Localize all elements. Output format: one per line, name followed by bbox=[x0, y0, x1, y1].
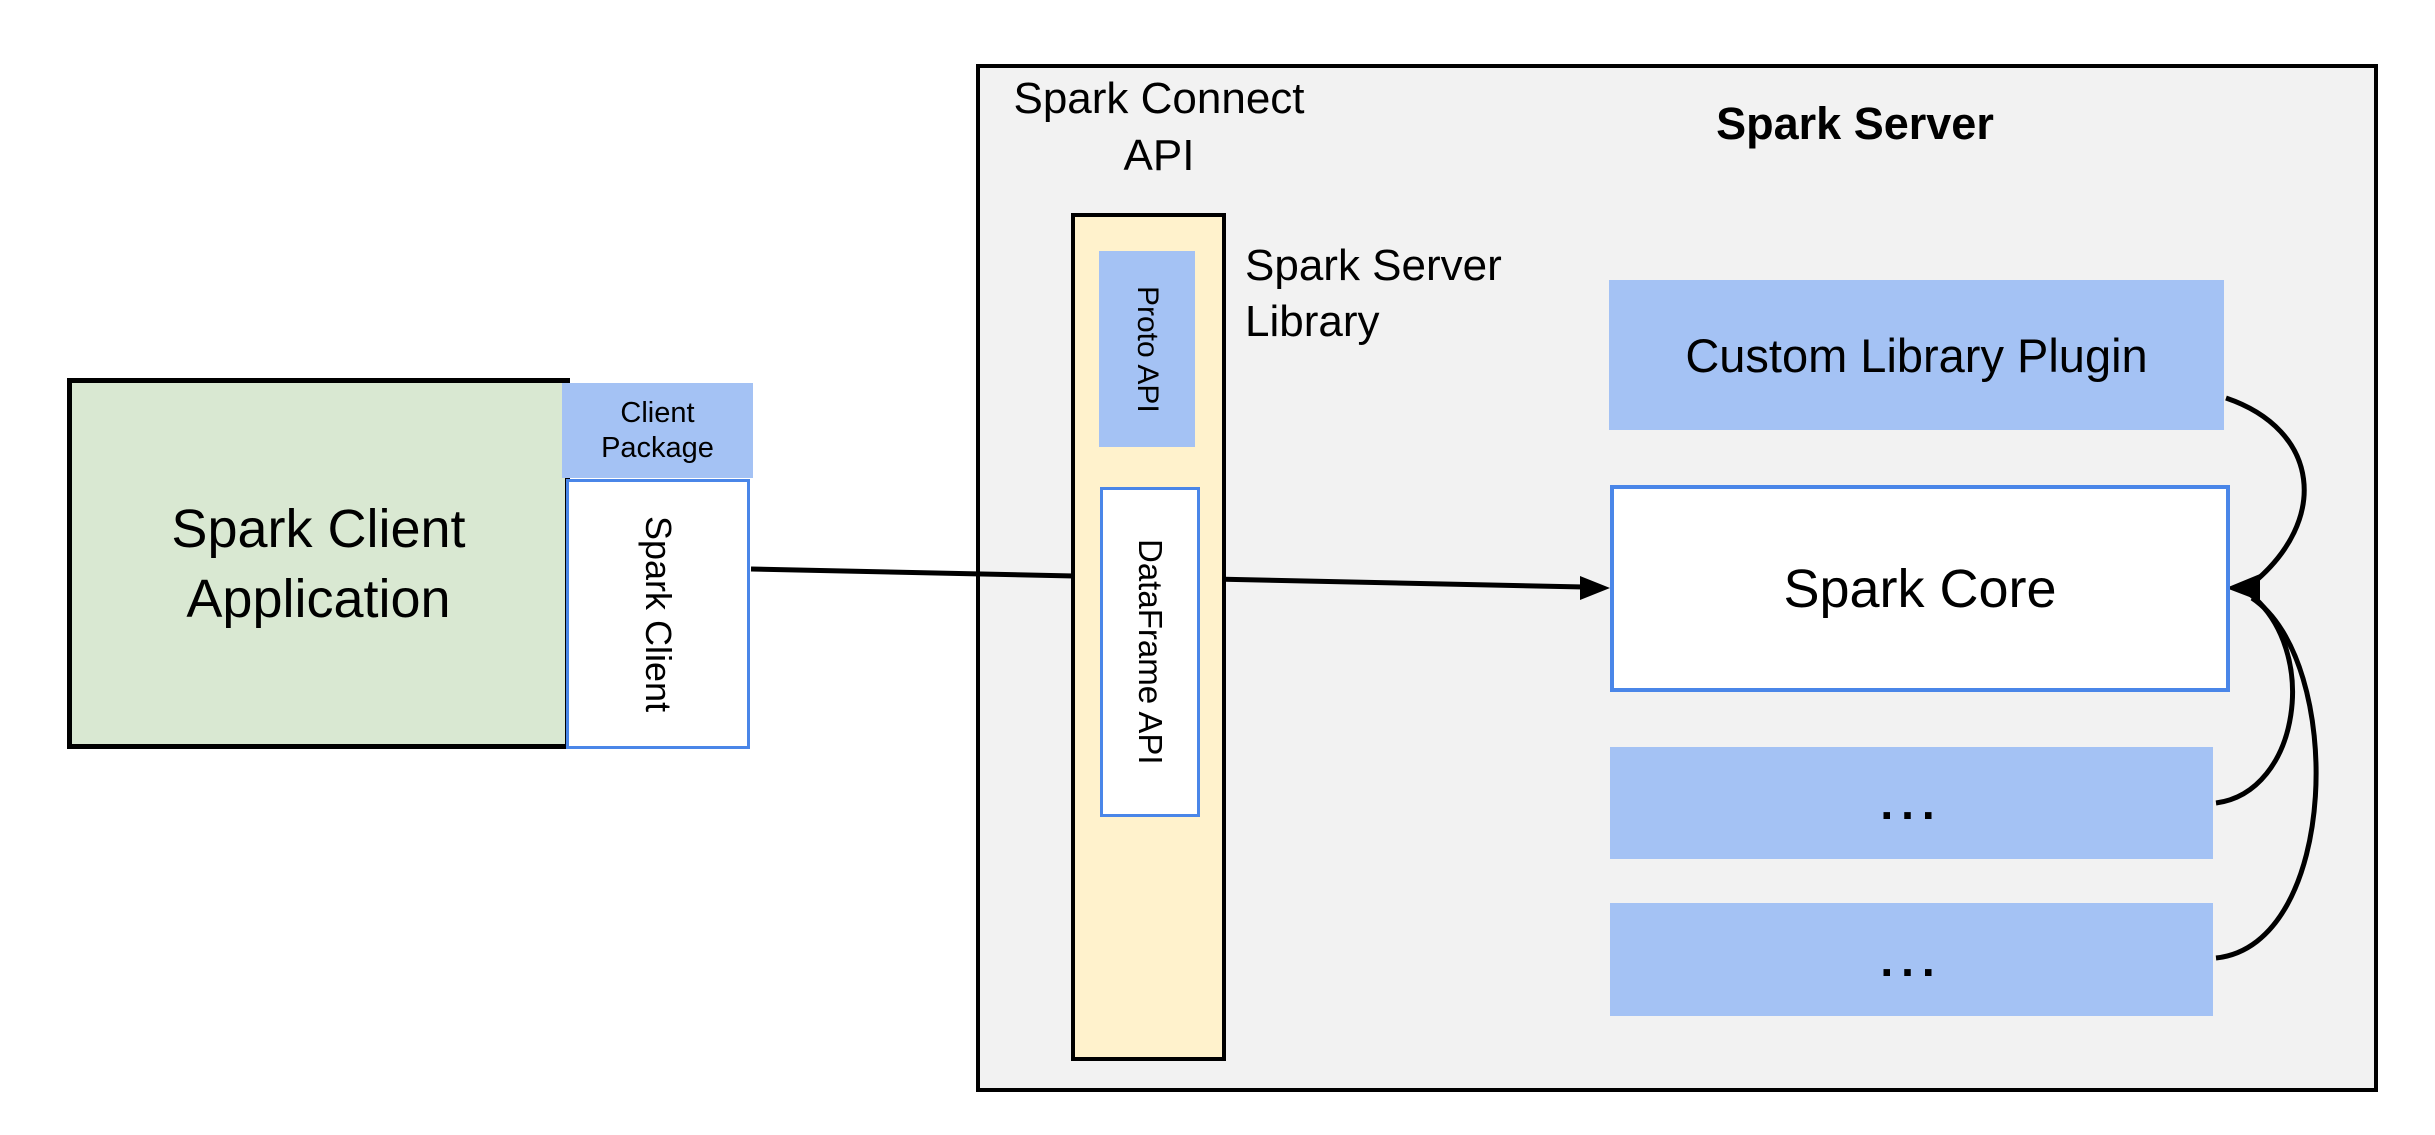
custom-library-plugin-label: Custom Library Plugin bbox=[1685, 328, 2148, 382]
plugin-slot-2-box: ... bbox=[1610, 903, 2213, 1016]
spark-client-application-label: Spark Client Application bbox=[171, 498, 466, 629]
client-package-box: Client Package bbox=[562, 383, 753, 478]
plugin-slot-2-label: ... bbox=[1880, 933, 1943, 986]
dataframe-api-label: DataFrame API bbox=[1132, 539, 1169, 765]
proto-api-label: Proto API bbox=[1131, 285, 1164, 413]
spark-client-label: Spark Client bbox=[638, 515, 679, 713]
plugin-slot-1-label: ... bbox=[1880, 777, 1943, 829]
plugin-slot-1-box: ... bbox=[1610, 747, 2213, 859]
dataframe-api-box: DataFrame API bbox=[1100, 487, 1200, 817]
custom-library-plugin-box: Custom Library Plugin bbox=[1609, 280, 2224, 430]
proto-api-box: Proto API bbox=[1099, 251, 1195, 447]
spark-client-application-box: Spark Client Application bbox=[67, 378, 570, 749]
spark-client-box: Spark Client bbox=[566, 479, 750, 749]
client-package-label: Client Package bbox=[601, 396, 714, 464]
spark-core-label: Spark Core bbox=[1783, 558, 2057, 619]
spark-connect-api-label: Spark Connect API bbox=[1013, 74, 1305, 180]
spark-core-box: Spark Core bbox=[1610, 485, 2230, 692]
spark-server-library-label: Spark Server Library bbox=[1245, 241, 1502, 346]
spark-server-title: Spark Server bbox=[1716, 98, 1994, 149]
